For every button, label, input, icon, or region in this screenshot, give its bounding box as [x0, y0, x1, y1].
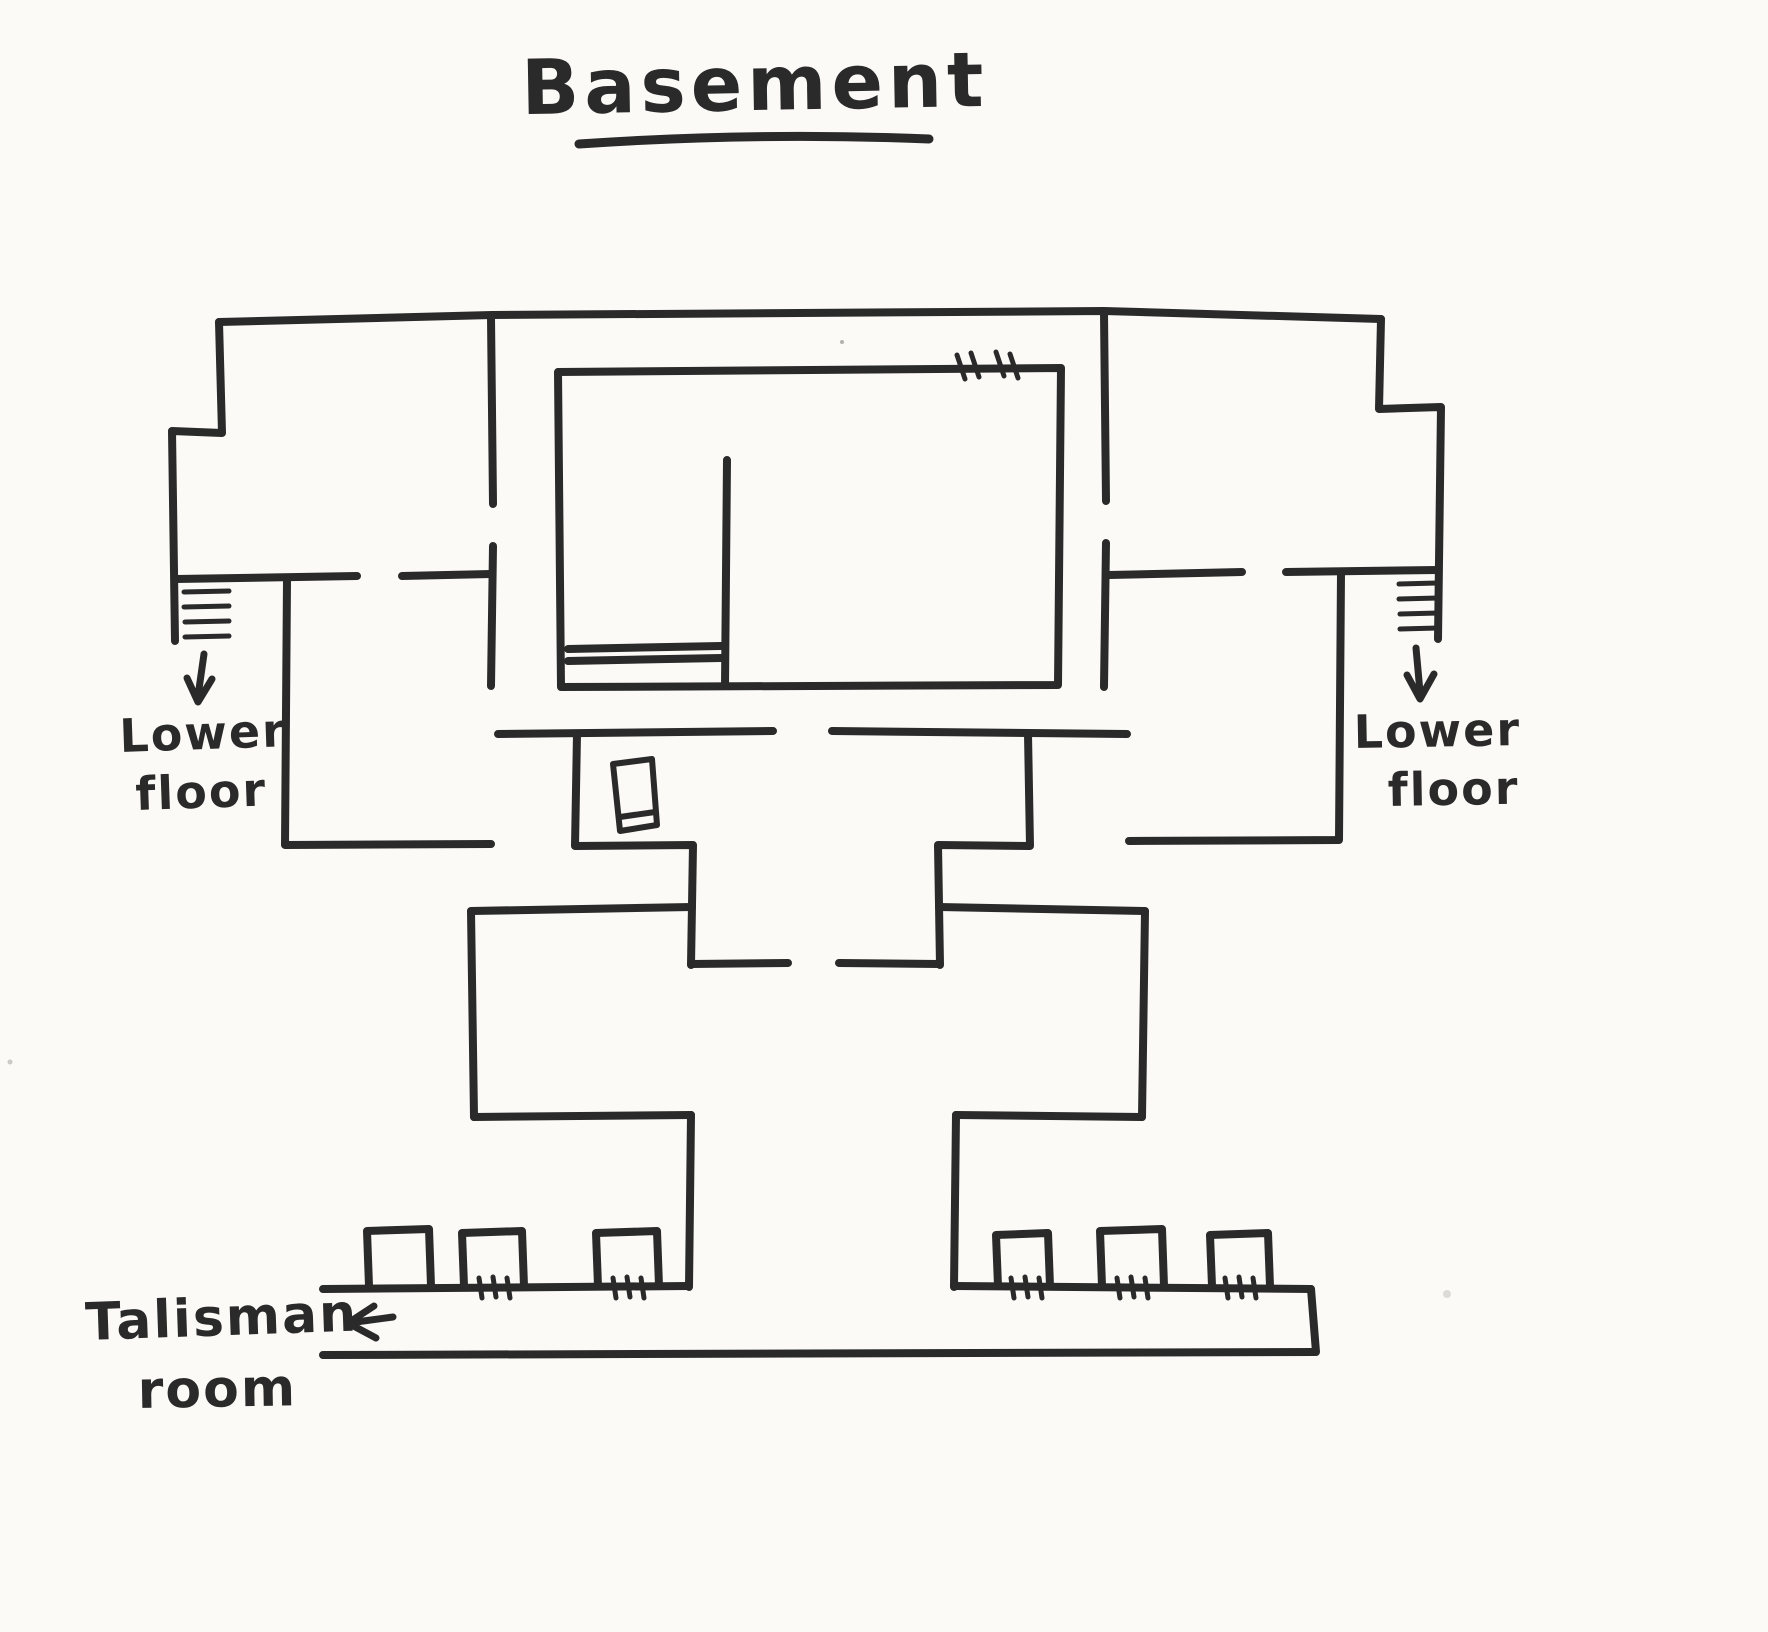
- stairs-right-icon: [1396, 580, 1441, 632]
- central-hall-walls: [554, 364, 1065, 691]
- hall-bench: [564, 642, 725, 665]
- wall-left-corridor: [281, 576, 495, 849]
- lower-floor-left-label-line2: floor: [134, 762, 267, 821]
- hall-divider-wall: [721, 456, 731, 690]
- alcove-2: [458, 1227, 528, 1290]
- wall-left-wing: [172, 570, 495, 583]
- corridor-south-left: [494, 727, 777, 738]
- stairs-left-icon: [181, 588, 232, 640]
- title-underline: [574, 131, 934, 149]
- lowerroom-step-left: [470, 1111, 695, 1121]
- funnel-right-wall: [934, 730, 1034, 969]
- wall-right-corridor: [1125, 569, 1345, 845]
- down-arrow-left-icon: [183, 650, 216, 706]
- lowerroom-step-right: [952, 1111, 1146, 1121]
- passage-right-wall: [950, 1111, 960, 1291]
- wall-right-wing: [1105, 566, 1441, 579]
- page-title: Basement: [520, 35, 989, 132]
- corridor-south-right: [828, 727, 1131, 738]
- paper-speck: [7, 1059, 13, 1065]
- walls-group: [168, 131, 1445, 1359]
- talisman-arrow-icon: [344, 1302, 397, 1342]
- lowerroom-left-wall: [467, 907, 478, 1121]
- lowerroom-top-left: [467, 903, 696, 915]
- lower-floor-right-label-line2: floor: [1387, 761, 1520, 817]
- passage-left-wall: [685, 1111, 695, 1291]
- alcove-5: [1096, 1225, 1168, 1290]
- wall-right-partition: [1100, 309, 1110, 691]
- funnel-left-wall: [571, 730, 697, 969]
- talisman-room-label-line2: room: [137, 1358, 297, 1421]
- table-object-icon: [610, 756, 660, 834]
- door-tick-icons-hall: [954, 349, 1021, 382]
- down-arrow-right-icon: [1403, 644, 1438, 703]
- wall-right-outer: [1375, 315, 1445, 643]
- talisman-room-label-line1: Talisman: [84, 1284, 359, 1353]
- talisman-corridor-bottom: [319, 1348, 1318, 1359]
- lowerroom-right-wall: [1138, 907, 1149, 1121]
- alcove-3: [592, 1227, 663, 1290]
- funnel-stub-left: [687, 959, 792, 968]
- alcove-6: [1206, 1229, 1274, 1290]
- wall-left-outer: [168, 318, 226, 645]
- wall-top-outer: [215, 307, 1385, 326]
- paper-speck: [1443, 1290, 1451, 1298]
- alcove-1: [363, 1225, 435, 1290]
- labels-group: Basement Lower floor Lower floor Talisma…: [84, 35, 1521, 1421]
- talisman-corridor-right-end: [1307, 1285, 1320, 1356]
- alcove-4: [992, 1229, 1054, 1290]
- door-tick-icons-corridor: [476, 1274, 1259, 1301]
- lower-floor-left-label-line1: Lower: [118, 703, 287, 763]
- wall-left-partition: [487, 313, 497, 690]
- funnel-stub-right: [835, 959, 943, 968]
- lower-floor-right-label-line1: Lower: [1353, 702, 1521, 759]
- paper-speck: [840, 340, 844, 344]
- lowerroom-top-right: [935, 903, 1149, 915]
